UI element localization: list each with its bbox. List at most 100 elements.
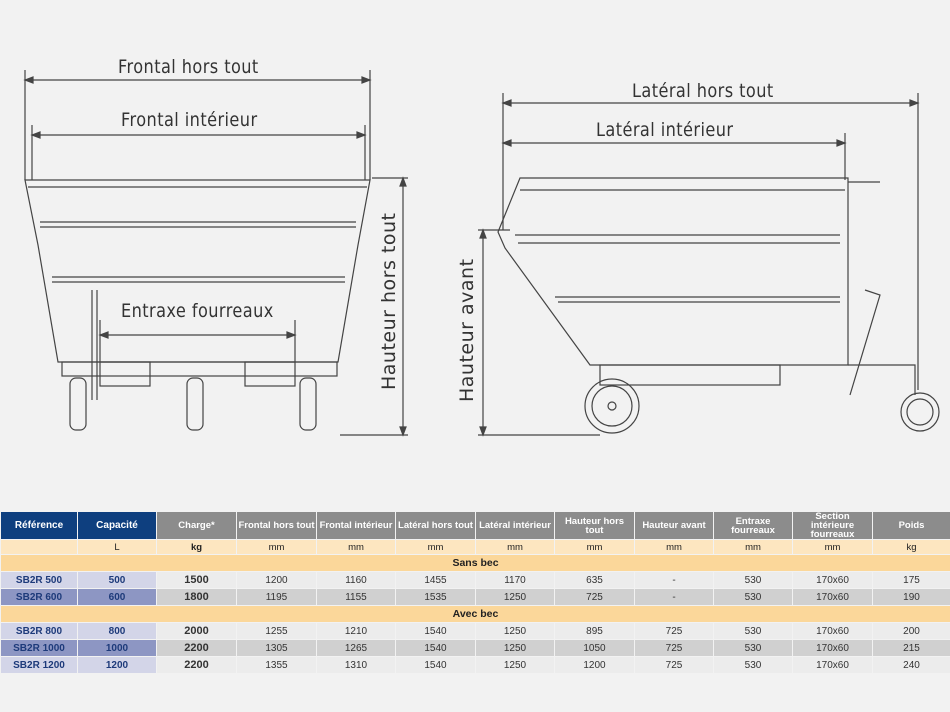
unit-cell — [0, 539, 78, 555]
unit-cell: kg — [156, 539, 237, 555]
table-cell: 2200 — [156, 639, 237, 657]
table-cell: 1170 — [475, 571, 555, 589]
table-cell: 1265 — [316, 639, 396, 657]
table-cell: 1355 — [236, 656, 317, 674]
table-cell: 1305 — [236, 639, 317, 657]
table-cell: 1050 — [554, 639, 635, 657]
column-header: Hauteur hors tout — [554, 511, 635, 540]
entraxe-fourreaux-label: Entraxe fourreaux — [121, 300, 274, 322]
table-cell: 1200 — [77, 656, 157, 674]
table-cell: 1250 — [475, 656, 555, 674]
hauteur-hors-tout-label: Hauteur hors tout — [378, 212, 400, 391]
reference-cell: SB2R 800 — [0, 622, 78, 640]
lateral-hors-tout-label: Latéral hors tout — [632, 80, 774, 102]
table-cell: 1455 — [395, 571, 476, 589]
table-cell: 1540 — [395, 656, 476, 674]
column-header: Latéral intérieur — [475, 511, 555, 540]
table-cell: 170x60 — [792, 639, 873, 657]
table-cell: 170x60 — [792, 656, 873, 674]
frontal-hors-tout-label: Frontal hors tout — [118, 56, 259, 78]
unit-cell: mm — [713, 539, 793, 555]
table-cell: - — [634, 571, 714, 589]
table-cell: 1250 — [475, 622, 555, 640]
column-header: Entraxe fourreaux — [713, 511, 793, 540]
section-title: Avec bec — [0, 605, 950, 623]
column-header: Frontal hors tout — [236, 511, 317, 540]
table-cell: 2200 — [156, 656, 237, 674]
column-header: Section intérieure fourreaux — [792, 511, 873, 540]
table-cell: 200 — [872, 622, 950, 640]
hauteur-avant-label: Hauteur avant — [456, 258, 478, 402]
lateral-interieur-label: Latéral intérieur — [596, 119, 734, 141]
table-cell: 240 — [872, 656, 950, 674]
table-cell: 1000 — [77, 639, 157, 657]
table-cell: 530 — [713, 588, 793, 606]
table-cell: 725 — [634, 656, 714, 674]
column-header: Capacité — [77, 511, 157, 540]
unit-cell: kg — [872, 539, 950, 555]
table-cell: 190 — [872, 588, 950, 606]
column-header: Charge* — [156, 511, 237, 540]
table-cell: 1535 — [395, 588, 476, 606]
table-cell: 500 — [77, 571, 157, 589]
reference-cell: SB2R 1200 — [0, 656, 78, 674]
unit-cell: mm — [236, 539, 317, 555]
technical-drawing — [23, 70, 940, 437]
table-cell: 635 — [554, 571, 635, 589]
table-cell: 1210 — [316, 622, 396, 640]
table-cell: 1310 — [316, 656, 396, 674]
unit-cell: mm — [634, 539, 714, 555]
table-cell: 170x60 — [792, 622, 873, 640]
table-cell: 1540 — [395, 639, 476, 657]
table-cell: 530 — [713, 622, 793, 640]
table-cell: 1500 — [156, 571, 237, 589]
column-header: Poids — [872, 511, 950, 540]
section-title: Sans bec — [0, 554, 950, 572]
table-cell: 1160 — [316, 571, 396, 589]
table-cell: 600 — [77, 588, 157, 606]
table-cell: 1255 — [236, 622, 317, 640]
section-row: Avec bec — [0, 605, 950, 623]
table-cell: 530 — [713, 656, 793, 674]
section-row: Sans bec — [0, 554, 950, 572]
column-header: Hauteur avant — [634, 511, 714, 540]
table-cell: 170x60 — [792, 588, 873, 606]
table-cell: 725 — [634, 639, 714, 657]
table-cell: 1540 — [395, 622, 476, 640]
unit-cell: mm — [395, 539, 476, 555]
table-cell: 170x60 — [792, 571, 873, 589]
table-cell: 2000 — [156, 622, 237, 640]
reference-cell: SB2R 600 — [0, 588, 78, 606]
unit-cell: mm — [554, 539, 635, 555]
side-view-drawing — [478, 93, 940, 437]
unit-cell: mm — [792, 539, 873, 555]
table-cell: 1195 — [236, 588, 317, 606]
front-view-drawing — [23, 70, 408, 437]
table-cell: 895 — [554, 622, 635, 640]
table-cell: 1800 — [156, 588, 237, 606]
table-cell: 725 — [554, 588, 635, 606]
reference-cell: SB2R 1000 — [0, 639, 78, 657]
table-cell: 175 — [872, 571, 950, 589]
table-cell: 1155 — [316, 588, 396, 606]
table-cell: - — [634, 588, 714, 606]
table-cell: 215 — [872, 639, 950, 657]
table-cell: 1200 — [236, 571, 317, 589]
table-cell: 530 — [713, 571, 793, 589]
unit-cell: L — [77, 539, 157, 555]
column-header: Frontal intérieur — [316, 511, 396, 540]
column-header: Latéral hors tout — [395, 511, 476, 540]
table-cell: 800 — [77, 622, 157, 640]
table-cell: 530 — [713, 639, 793, 657]
frontal-interieur-label: Frontal intérieur — [121, 109, 258, 131]
unit-cell: mm — [316, 539, 396, 555]
